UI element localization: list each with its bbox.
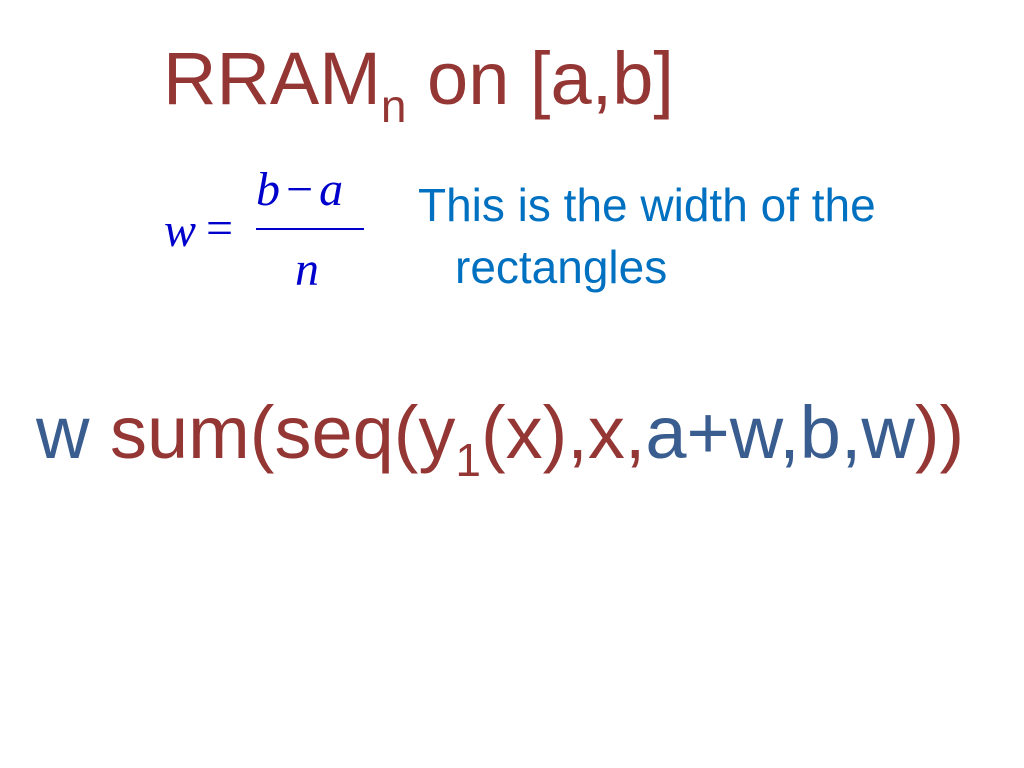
formula-denominator: n: [295, 243, 319, 296]
width-formula: w = b−a n: [160, 164, 370, 296]
title-main: RRAM: [163, 37, 381, 120]
numerator-a: a: [319, 163, 344, 216]
command-w-prefix: w: [36, 391, 110, 474]
width-note: This is the width of the rectangles: [418, 174, 978, 298]
command-sum-seq: sum(seq(y: [110, 391, 456, 474]
numerator-b: b: [256, 163, 280, 216]
formula-lhs: w: [164, 204, 197, 257]
command-subscript: 1: [455, 434, 481, 486]
title-rest: on [a,b]: [406, 37, 674, 120]
formula-equals: =: [206, 202, 234, 255]
note-line-2: rectangles: [455, 241, 668, 293]
formula-numerator: b−a: [256, 164, 343, 216]
command-x-part: (x),x,: [481, 391, 646, 474]
numerator-minus: −: [286, 163, 314, 216]
calculator-command: w sum(seq(y1(x),x,a+w,b,w)): [36, 388, 965, 483]
fraction-bar: [256, 228, 364, 230]
title-subscript: n: [380, 80, 407, 132]
command-a-plus-w: a+w,b,w: [645, 391, 915, 474]
slide-title: RRAMn on [a,b]: [163, 34, 674, 129]
note-line-1: This is the width of the: [418, 179, 876, 231]
command-close: )): [914, 391, 965, 474]
